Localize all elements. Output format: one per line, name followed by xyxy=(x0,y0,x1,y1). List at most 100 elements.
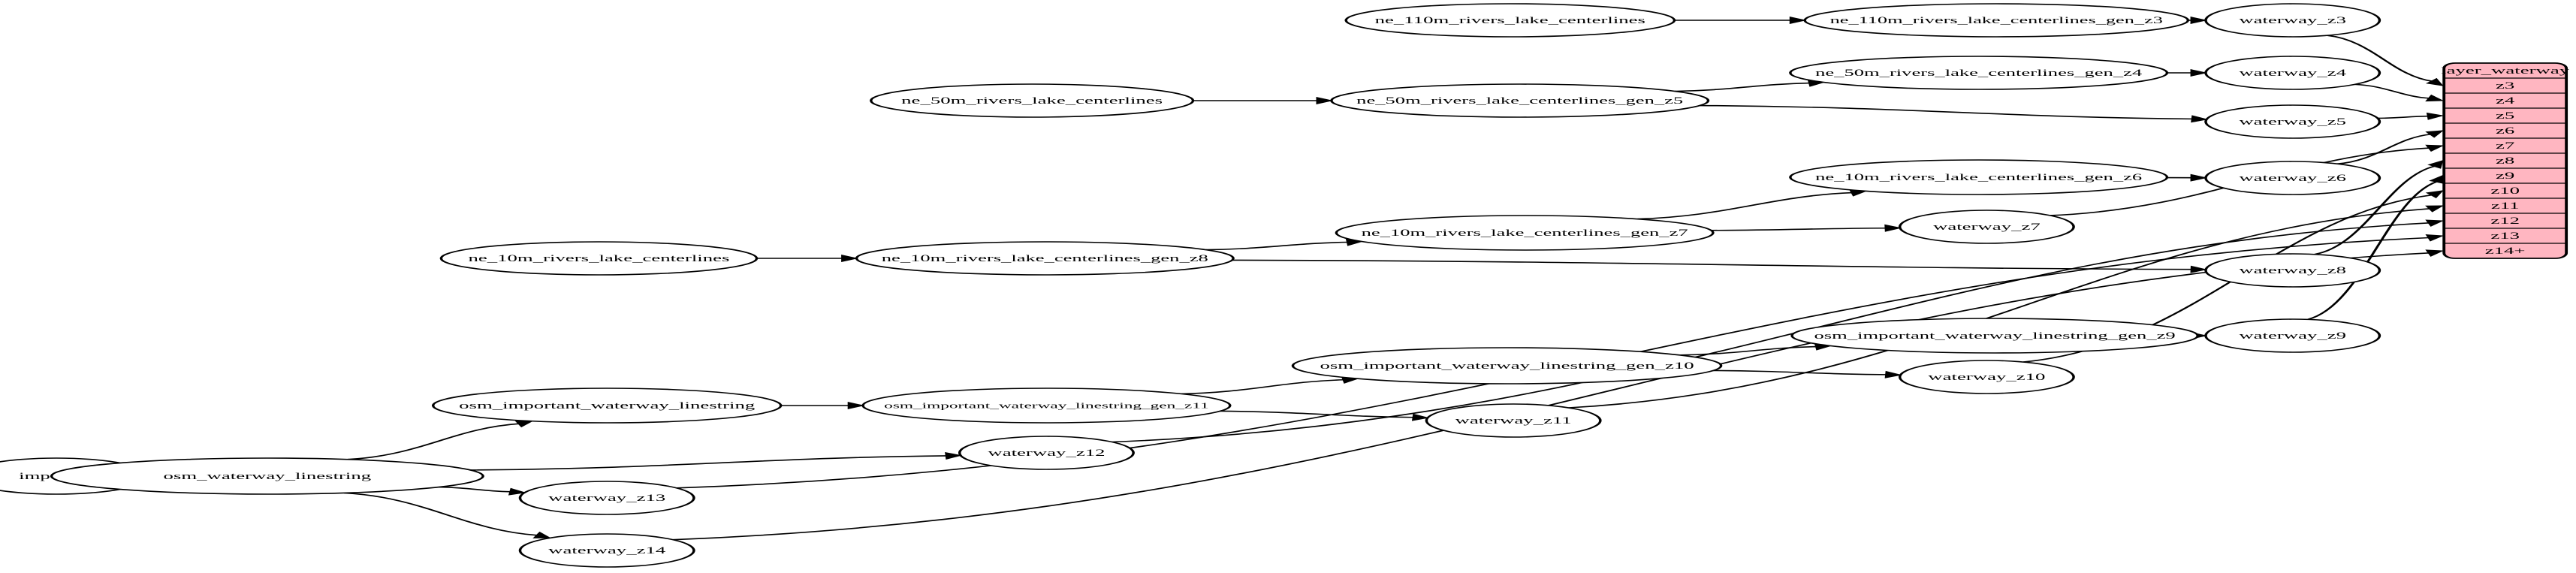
arrowhead-icon xyxy=(2190,173,2208,182)
node-label: waterway_z7 xyxy=(1933,222,2041,232)
edge-osm_waterway_linestring-to-waterway_z13 xyxy=(438,486,511,493)
arrowhead-icon xyxy=(1316,97,1334,104)
node-ellipse xyxy=(1898,360,2075,394)
node-ellipse xyxy=(518,481,695,515)
node-ellipse xyxy=(431,388,783,424)
node-waterway_z5[interactable]: waterway_z5 xyxy=(2204,104,2381,139)
node-label: ne_50m_rivers_lake_centerlines_gen_z4 xyxy=(1815,68,2143,78)
node-osm_important_waterway_linestring_gen_z11[interactable]: osm_important_waterway_linestring_gen_z1… xyxy=(861,388,1232,424)
node-ne_10m_rivers_lake_centerlines[interactable]: ne_10m_rivers_lake_centerlines xyxy=(439,241,759,276)
edges-layer xyxy=(50,17,2445,541)
node-label: osm_important_waterway_linestring_gen_z9 xyxy=(1814,331,2176,341)
node-label: waterway_z10 xyxy=(1928,372,2045,382)
node-ellipse xyxy=(2204,104,2381,139)
node-waterway_z3[interactable]: waterway_z3 xyxy=(2204,3,2381,38)
node-ne_10m_rivers_lake_centerlines_gen_z7[interactable]: ne_10m_rivers_lake_centerlines_gen_z7 xyxy=(1335,215,1715,251)
record-row-z13[interactable]: z13 xyxy=(2490,231,2520,241)
node-label: waterway_z13 xyxy=(548,493,665,503)
node-label: ne_10m_rivers_lake_centerlines_gen_z7 xyxy=(1362,228,1688,238)
node-label: osm_important_waterway_linestring_gen_z1… xyxy=(1320,360,1694,371)
record-row-z4[interactable]: z4 xyxy=(2496,95,2515,106)
node-osm_important_waterway_linestring_gen_z10[interactable]: osm_important_waterway_linestring_gen_z1… xyxy=(1291,347,1723,385)
edge-waterway_z6-to-layer_waterway-z6 xyxy=(2337,133,2432,164)
node-waterway_z4[interactable]: waterway_z4 xyxy=(2204,56,2381,90)
arrowhead-icon xyxy=(2425,249,2445,257)
record-row-z7[interactable]: z7 xyxy=(2496,140,2514,151)
node-label: waterway_z8 xyxy=(2239,265,2346,276)
node-osm_important_waterway_linestring_gen_z9[interactable]: osm_important_waterway_linestring_gen_z9 xyxy=(1790,318,2199,354)
edge-waterway_z8-to-layer_waterway-z8 xyxy=(2314,165,2436,255)
arrowhead-icon xyxy=(532,531,552,538)
node-ne_110m_rivers_lake_centerlines_gen_z3[interactable]: ne_110m_rivers_lake_centerlines_gen_z3 xyxy=(1803,3,2190,38)
record-row-z5[interactable]: z5 xyxy=(2496,110,2514,121)
node-ellipse xyxy=(1291,347,1723,385)
edge-osm_waterway_linestring-to-osm_important_waterway_linestring xyxy=(347,423,520,460)
node-ellipse xyxy=(2204,3,2381,38)
record-header-label: layer_waterway xyxy=(2441,65,2570,76)
node-ne_50m_rivers_lake_centerlines[interactable]: ne_50m_rivers_lake_centerlines xyxy=(870,83,1195,118)
node-ne_10m_rivers_lake_centerlines_gen_z6[interactable]: ne_10m_rivers_lake_centerlines_gen_z6 xyxy=(1789,159,2169,195)
edge-ne_50m_rivers_lake_centerlines_gen_z5-to-waterway_z5 xyxy=(1700,104,2193,120)
record-row-z14plus[interactable]: z14+ xyxy=(2485,246,2526,256)
node-label: ne_10m_rivers_lake_centerlines_gen_z8 xyxy=(882,254,1208,264)
arrowhead-icon xyxy=(2425,94,2445,102)
record-row-z12[interactable]: z12 xyxy=(2490,216,2520,226)
node-label: osm_important_waterway_linestring xyxy=(459,400,756,411)
node-ellipse xyxy=(1790,318,2199,354)
record-row-z11[interactable]: z11 xyxy=(2491,201,2520,211)
arrowhead-icon xyxy=(2425,234,2445,242)
record-row-z6[interactable]: z6 xyxy=(2496,125,2514,136)
node-ne_10m_rivers_lake_centerlines_gen_z8[interactable]: ne_10m_rivers_lake_centerlines_gen_z8 xyxy=(855,241,1235,276)
arrowhead-icon xyxy=(514,421,534,428)
record-row-z8[interactable]: z8 xyxy=(2496,155,2514,166)
node-ellipse xyxy=(518,533,695,568)
node-label: osm_waterway_linestring xyxy=(164,471,372,481)
node-label: waterway_z14 xyxy=(548,545,666,556)
node-waterway_z11[interactable]: waterway_z11 xyxy=(1425,403,1602,438)
node-label: ne_50m_rivers_lake_centerlines_gen_z5 xyxy=(1356,96,1683,106)
arrowhead-icon xyxy=(2425,219,2445,227)
node-label: ne_50m_rivers_lake_centerlines xyxy=(901,95,1163,106)
node-waterway_z8[interactable]: waterway_z8 xyxy=(2204,253,2381,288)
record-row-z9[interactable]: z9 xyxy=(2496,170,2514,181)
node-ellipse xyxy=(1330,83,1710,118)
node-waterway_z14[interactable]: waterway_z14 xyxy=(518,533,695,568)
node-ne_110m_rivers_lake_centerlines[interactable]: ne_110m_rivers_lake_centerlines xyxy=(1344,3,1676,38)
arrowhead-icon xyxy=(841,255,859,262)
edge-waterway_z4-to-layer_waterway-z4 xyxy=(2354,83,2430,99)
node-ellipse xyxy=(1803,3,2190,38)
node-ellipse xyxy=(1789,56,2169,90)
arrowhead-icon xyxy=(1789,17,1807,24)
node-ellipse xyxy=(855,241,1235,276)
edge-waterway_z12-to-layer_waterway-z12 xyxy=(1112,222,2430,443)
edge-waterway_z11-to-layer_waterway-z11 xyxy=(1568,207,2431,409)
node-ellipse xyxy=(1425,403,1602,438)
node-waterway_z13[interactable]: waterway_z13 xyxy=(518,481,695,515)
node-ellipse xyxy=(2204,253,2381,288)
node-ellipse xyxy=(1344,3,1676,38)
node-osm_waterway_linestring[interactable]: osm_waterway_linestring xyxy=(50,457,484,495)
arrowhead-icon xyxy=(2426,112,2445,120)
record-node-layer-waterway[interactable] xyxy=(2442,62,2568,259)
edge-waterway_z14-to-layer_waterway-z14- xyxy=(672,252,2430,541)
node-waterway_z7[interactable]: waterway_z7 xyxy=(1898,210,2075,244)
node-ellipse xyxy=(2204,56,2381,90)
node-waterway_z12[interactable]: waterway_z12 xyxy=(958,436,1135,470)
node-label: waterway_z4 xyxy=(2239,68,2346,78)
node-ellipse xyxy=(1898,210,2075,244)
record-row-z3[interactable]: z3 xyxy=(2496,80,2514,91)
node-ellipse xyxy=(2204,318,2381,353)
edge-osm_important_waterway_linestring_gen_z11-to-osm_important_waterway_linestring_gen_z10 xyxy=(1181,378,1344,395)
arrowhead-icon xyxy=(2425,130,2445,138)
arrowhead-icon xyxy=(1411,413,1430,421)
record-row-z10[interactable]: z10 xyxy=(2490,185,2520,196)
node-waterway_z6[interactable]: waterway_z6 xyxy=(2204,161,2381,195)
node-ne_50m_rivers_lake_centerlines_gen_z4[interactable]: ne_50m_rivers_lake_centerlines_gen_z4 xyxy=(1789,56,2169,90)
node-osm_important_waterway_linestring[interactable]: osm_important_waterway_linestring xyxy=(431,388,783,424)
node-ellipse xyxy=(50,457,484,495)
node-waterway_z9[interactable]: waterway_z9 xyxy=(2204,318,2381,353)
arrowhead-icon xyxy=(508,487,527,496)
node-waterway_z10[interactable]: waterway_z10 xyxy=(1898,360,2075,394)
node-ellipse xyxy=(861,388,1232,424)
node-ne_50m_rivers_lake_centerlines_gen_z5[interactable]: ne_50m_rivers_lake_centerlines_gen_z5 xyxy=(1330,83,1710,118)
